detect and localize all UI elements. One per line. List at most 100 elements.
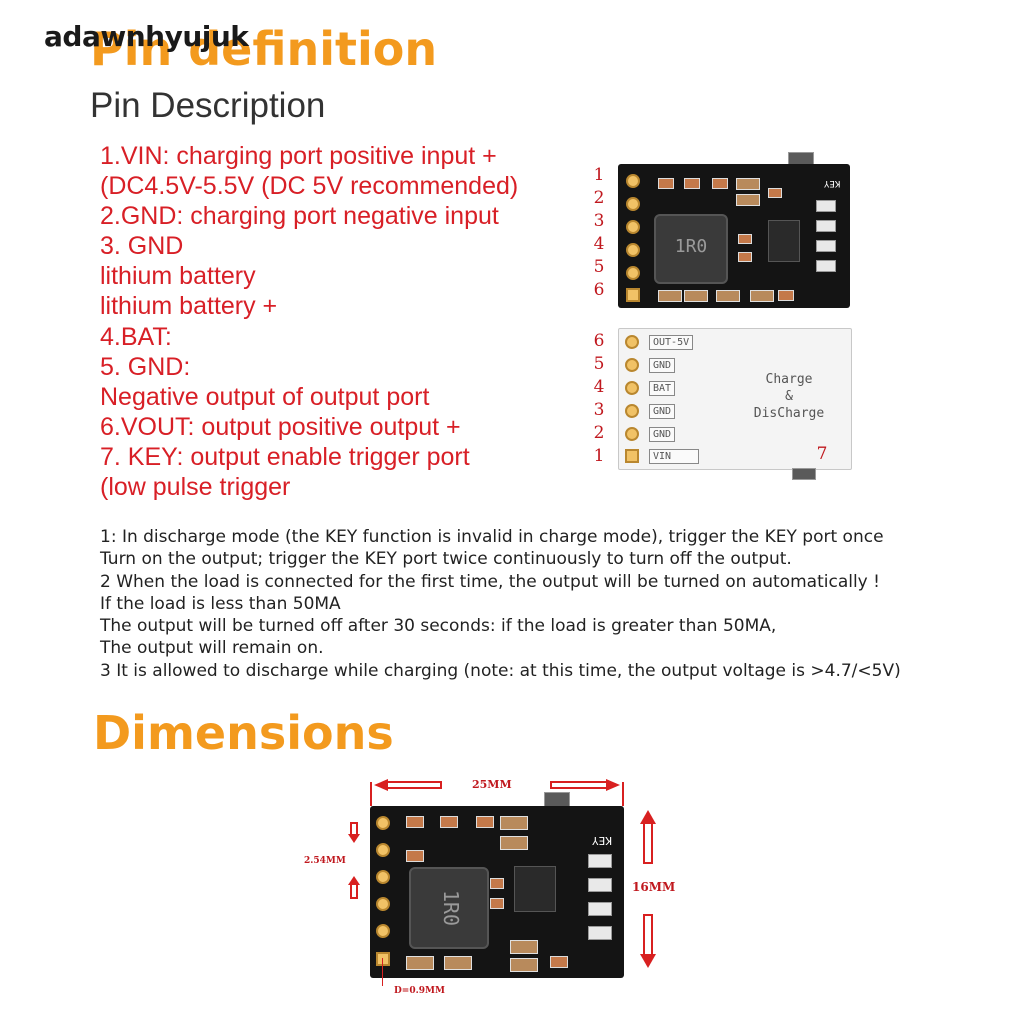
led [816,200,836,212]
pin-line: 3. GND [100,232,184,261]
smd-component [510,958,538,972]
solder-pad [626,174,640,188]
arrow-up-icon [348,876,360,885]
width-dimension-line [370,782,372,806]
key-silkscreen: KEY [824,178,841,188]
pin-description-heading: Pin Description [90,86,326,125]
pin-line: lithium battery [100,262,256,291]
front-board-figure: 1 2 3 4 5 6 1R0 KEY [590,150,860,310]
key-switch [792,468,816,480]
hole-leader-line [382,958,383,986]
back-pcb: OUT-5V GND BAT GND GND VIN Charge & DisC… [618,328,852,470]
charge-discharge-text: Charge & DisCharge [739,371,839,422]
smd-component [778,290,794,301]
back-board-figure: 6 5 4 3 2 1 OUT-5V GND BAT GND GND VIN C… [590,326,860,486]
pin-label: OUT-5V [649,335,694,350]
cd-line: & [785,389,793,404]
smd-component [444,956,472,970]
smd-component [768,188,782,198]
arrow-up-icon [350,885,358,899]
ic-chip [768,220,800,262]
smd-component [440,816,458,828]
arrow-left-icon [374,779,388,791]
pitch-label: 2.54MM [304,856,346,866]
smd-component [738,252,752,262]
solder-pad [626,243,640,257]
note-line: Turn on the output; trigger the KEY port… [100,549,792,570]
pin-definition-title: Pin definition [90,22,438,76]
pin-label: GND [649,404,676,419]
smd-component [684,290,708,302]
pin-line: 5. GND: [100,352,191,381]
solder-pad [626,220,640,234]
usage-notes: 1: In discharge mode (the KEY function i… [100,526,1000,682]
pin-number: 1 [593,446,605,466]
smd-component [658,178,674,189]
pin-line: 4.BAT: [100,322,172,351]
dimension-figure: 25MM 1R0 KEY 2.54MM [300,770,720,1010]
pin-number: 4 [593,234,605,254]
pin-label: GND [649,358,676,373]
cd-line: DisCharge [753,406,825,421]
smd-component [550,956,568,968]
pin-line: (DC4.5V-5.5V (DC 5V recommended) [100,172,519,201]
note-line: The output will remain on. [100,638,324,659]
led [816,260,836,272]
solder-pad [625,404,639,418]
pin-label: GND [649,427,676,442]
led [588,854,612,868]
pin-line: lithium battery + [100,292,278,321]
solder-pad [376,870,390,884]
width-arrow-shaft [386,781,442,789]
smd-component [500,816,528,830]
pin-number: 6 [593,280,605,300]
arrow-down-icon [350,822,358,834]
key-silkscreen: KEY [592,834,612,847]
solder-pad [376,843,390,857]
pin-number: 4 [593,377,605,397]
pin-number: 5 [593,257,605,277]
solder-pad [625,449,639,463]
smd-component [510,940,538,954]
smd-component [406,956,434,970]
smd-component [490,878,504,889]
smd-component [406,816,424,828]
solder-pad [376,816,390,830]
pin-number: 2 [593,188,605,208]
dimensions-title: Dimensions [93,706,394,760]
pin-line: Negative output of output port [100,382,430,411]
back-pin-numbers: 6 5 4 3 2 1 [590,330,608,468]
arrow-down-icon [348,834,360,843]
pin-line: 2.GND: charging port negative input [100,202,499,231]
note-line: 1: In discharge mode (the KEY function i… [100,527,884,547]
smd-component [500,836,528,850]
front-pcb: 1R0 KEY [618,164,850,308]
height-arrow-shaft [643,824,653,864]
cd-line: Charge [765,372,813,387]
arrow-down-icon [640,954,656,968]
pin-label: VIN [649,449,699,464]
arrow-up-icon [640,810,656,824]
solder-pad [625,381,639,395]
width-label: 25MM [472,778,512,791]
smd-component [738,234,752,244]
led [588,878,612,892]
solder-pad [625,427,639,441]
led [816,240,836,252]
solder-pad [626,266,640,280]
inductor: 1R0 [409,867,489,949]
smd-component [490,898,504,909]
arrow-right-icon [606,779,620,791]
note-line: The output will be turned off after 30 s… [100,616,777,637]
smd-component [716,290,740,302]
pin-label: BAT [649,381,676,396]
pin-number: 5 [593,354,605,374]
pin-number: 3 [593,211,605,231]
pin-number: 6 [593,331,605,351]
pin-line: 7. KEY: output enable trigger port [100,442,470,471]
solder-pad [376,897,390,911]
led [588,926,612,940]
led [816,220,836,232]
width-dimension-line [622,782,624,806]
smd-component [658,290,682,302]
